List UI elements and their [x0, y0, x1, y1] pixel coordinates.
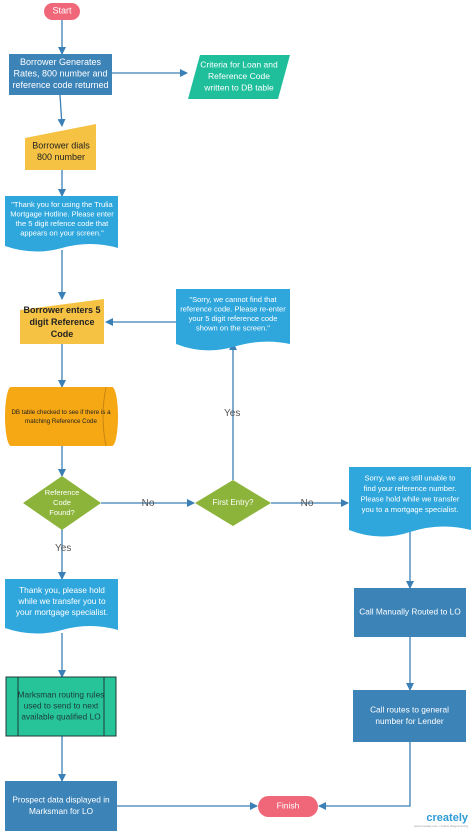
manual-route-process[interactable] [354, 588, 466, 637]
first-entry-label: First Entry? [213, 498, 254, 507]
unable-label-line: Sorry, we are still unable to [364, 473, 455, 482]
enter-code-label-line: digit Reference [29, 317, 94, 327]
criteria-label-line: Reference Code [208, 71, 270, 81]
db-check-label-line: DB table checked to see if there is a [11, 409, 111, 416]
edge-generate-dial [57, 94, 66, 127]
generate-process[interactable] [9, 54, 112, 95]
thankyou-display[interactable] [5, 196, 118, 252]
connectors [57, 20, 414, 810]
generate-label-line: Rates, 800 number and [13, 69, 107, 79]
marksman-predefined-process[interactable] [5, 676, 117, 737]
hold-display[interactable] [5, 579, 118, 634]
brand-name: creately [426, 812, 468, 824]
dial-label-line: Borrower dials [32, 141, 90, 151]
hold-label-line: while we transfer you to [17, 596, 106, 606]
shapes [5, 3, 471, 831]
sorry-display[interactable] [176, 289, 290, 351]
creately-brand: creately www.creately.com • Online Diagr… [414, 812, 468, 828]
prospect-process[interactable] [5, 781, 117, 831]
finish-label: Finish [277, 801, 300, 811]
edge-label-no-first: No [301, 498, 314, 509]
edge-label-no-found: No [142, 498, 155, 509]
edge-labels: Yes No Yes No [55, 408, 314, 554]
sorry-label-line: your 5 digit reference code [189, 314, 278, 323]
unable-label-line: find your reference number. [364, 484, 457, 493]
prospect-label: Prospect data displayed in Marksman for L… [12, 794, 110, 816]
thankyou-label-line: "Thank you for using the Trulia [11, 200, 113, 209]
dial-label-line: 800 number [37, 152, 85, 162]
hold-label-line: Thank you, please hold [19, 585, 105, 595]
start-label-line: Start [52, 6, 72, 16]
criteria-label-line: written to DB table [203, 83, 274, 93]
edge-label-yes-found: Yes [55, 543, 71, 554]
unable-label: Sorry, we are still unable to find your r… [361, 473, 460, 514]
hold-label-line: your mortgage specialist. [16, 607, 108, 617]
edge-general-finish [318, 742, 411, 810]
prospect-label-line: Prospect data displayed in [12, 794, 110, 804]
dial-manual-operation[interactable] [25, 124, 96, 170]
enter-code-manual-input[interactable] [20, 299, 104, 344]
found-label-line: Code [53, 498, 71, 507]
manual-route-label-line: Call Manually Routed to LO [359, 607, 461, 617]
general-process[interactable] [353, 690, 466, 742]
generate-label-line: reference code returned [12, 80, 108, 90]
marksman-label-line: Marksman routing rules [18, 690, 105, 700]
db-check-database[interactable] [5, 387, 118, 446]
marksman-label-line: available qualified LO [21, 712, 101, 722]
marksman-label-line: used to send to next [24, 701, 99, 711]
first-entry-label-line: First Entry? [213, 498, 254, 507]
enter-code-label-line: Code [51, 329, 74, 339]
sorry-label-line: reference code. Please re-enter [180, 304, 286, 313]
thankyou-label-line: appears on your screen." [20, 228, 104, 237]
enter-code-label-line: Borrower enters 5 [23, 305, 100, 315]
edge-label-yes-retry: Yes [224, 408, 240, 419]
unable-label-line: you to a mortgage specialist. [362, 505, 459, 514]
first-entry-decision[interactable] [195, 480, 271, 526]
found-label-line: Found? [49, 508, 74, 517]
thankyou-label-line: the 5 digit refence code that [16, 219, 109, 228]
found-label-line: Reference [45, 488, 80, 497]
general-label-line: Call routes to general [370, 704, 449, 714]
start-terminal[interactable] [44, 3, 80, 20]
sorry-label-line: shown on the screen." [196, 323, 270, 332]
thankyou-label-line: Mortgage Hotline. Please enter [10, 209, 114, 218]
criteria-data[interactable] [188, 55, 290, 99]
finish-label-line: Finish [277, 801, 300, 811]
start-label: Start [52, 6, 72, 16]
prospect-label-line: Marksman for LO [29, 806, 94, 816]
sorry-label-line: "Sorry, we cannot find that [189, 295, 277, 304]
brand-tagline: www.creately.com • Online Diagramming [413, 824, 468, 828]
db-check-label: DB table checked to see if there is a mat… [11, 409, 111, 425]
db-check-label-line: matching Reference Code [25, 418, 97, 425]
manual-route-label: Call Manually Routed to LO [359, 607, 461, 617]
finish-terminal[interactable] [258, 796, 318, 817]
unable-display[interactable] [349, 467, 471, 537]
unable-label-line: Please hold while we transfer [361, 494, 460, 503]
found-decision[interactable] [23, 476, 101, 530]
criteria-label-line: Criteria for Loan and [200, 60, 278, 70]
generate-label-line: Borrower Generates [20, 57, 102, 67]
general-label-line: number for Lender [375, 716, 443, 726]
general-label: Call routes to general number for Lender [370, 704, 449, 726]
